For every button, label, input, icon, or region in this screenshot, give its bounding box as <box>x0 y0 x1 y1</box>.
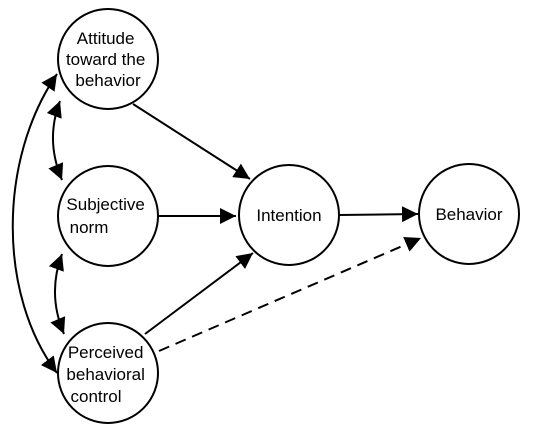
node-intention: Intention <box>238 164 340 266</box>
edge-attitude-subjective-curved <box>46 100 64 181</box>
node-behavior: Behavior <box>418 163 520 265</box>
svg-text:Intention: Intention <box>256 206 321 225</box>
svg-text:Attitude toward the: Attitude toward the behavior <box>66 29 150 90</box>
node-behavior-label: Behavior <box>435 205 502 224</box>
node-attitude-line-3: behavior <box>75 71 141 90</box>
node-subjective-line-1: Subjective <box>66 195 144 214</box>
node-subjective-line-2: norm <box>70 218 109 237</box>
edge-perceived-behavior-dashed <box>158 236 422 352</box>
node-intention-label: Intention <box>256 206 321 225</box>
node-perceived-line-1: Perceived <box>68 343 144 362</box>
edge-intention-behavior <box>338 206 419 223</box>
node-attitude-line-1: Attitude <box>77 29 135 48</box>
node-perceived-line-2: behavioral <box>66 365 144 384</box>
node-subjective: Subjective norm <box>57 165 159 267</box>
edge-attitude-perceived-curved <box>11 73 58 374</box>
node-perceived: Perceived behavioral control <box>57 322 159 424</box>
edge-perceived-intention <box>144 252 254 335</box>
node-attitude: Attitude toward the behavior <box>57 8 159 110</box>
edge-attitude-intention <box>132 103 251 180</box>
svg-text:Behavior: Behavior <box>435 205 502 224</box>
svg-text:Perceived behavioral: Perceived behavioral control <box>66 343 149 406</box>
svg-text:Subjective norm: Subjective norm <box>66 195 149 237</box>
edge-subjective-perceived-curved <box>48 253 66 335</box>
node-perceived-line-3: control <box>70 387 121 406</box>
node-attitude-line-2: toward the <box>66 50 145 69</box>
